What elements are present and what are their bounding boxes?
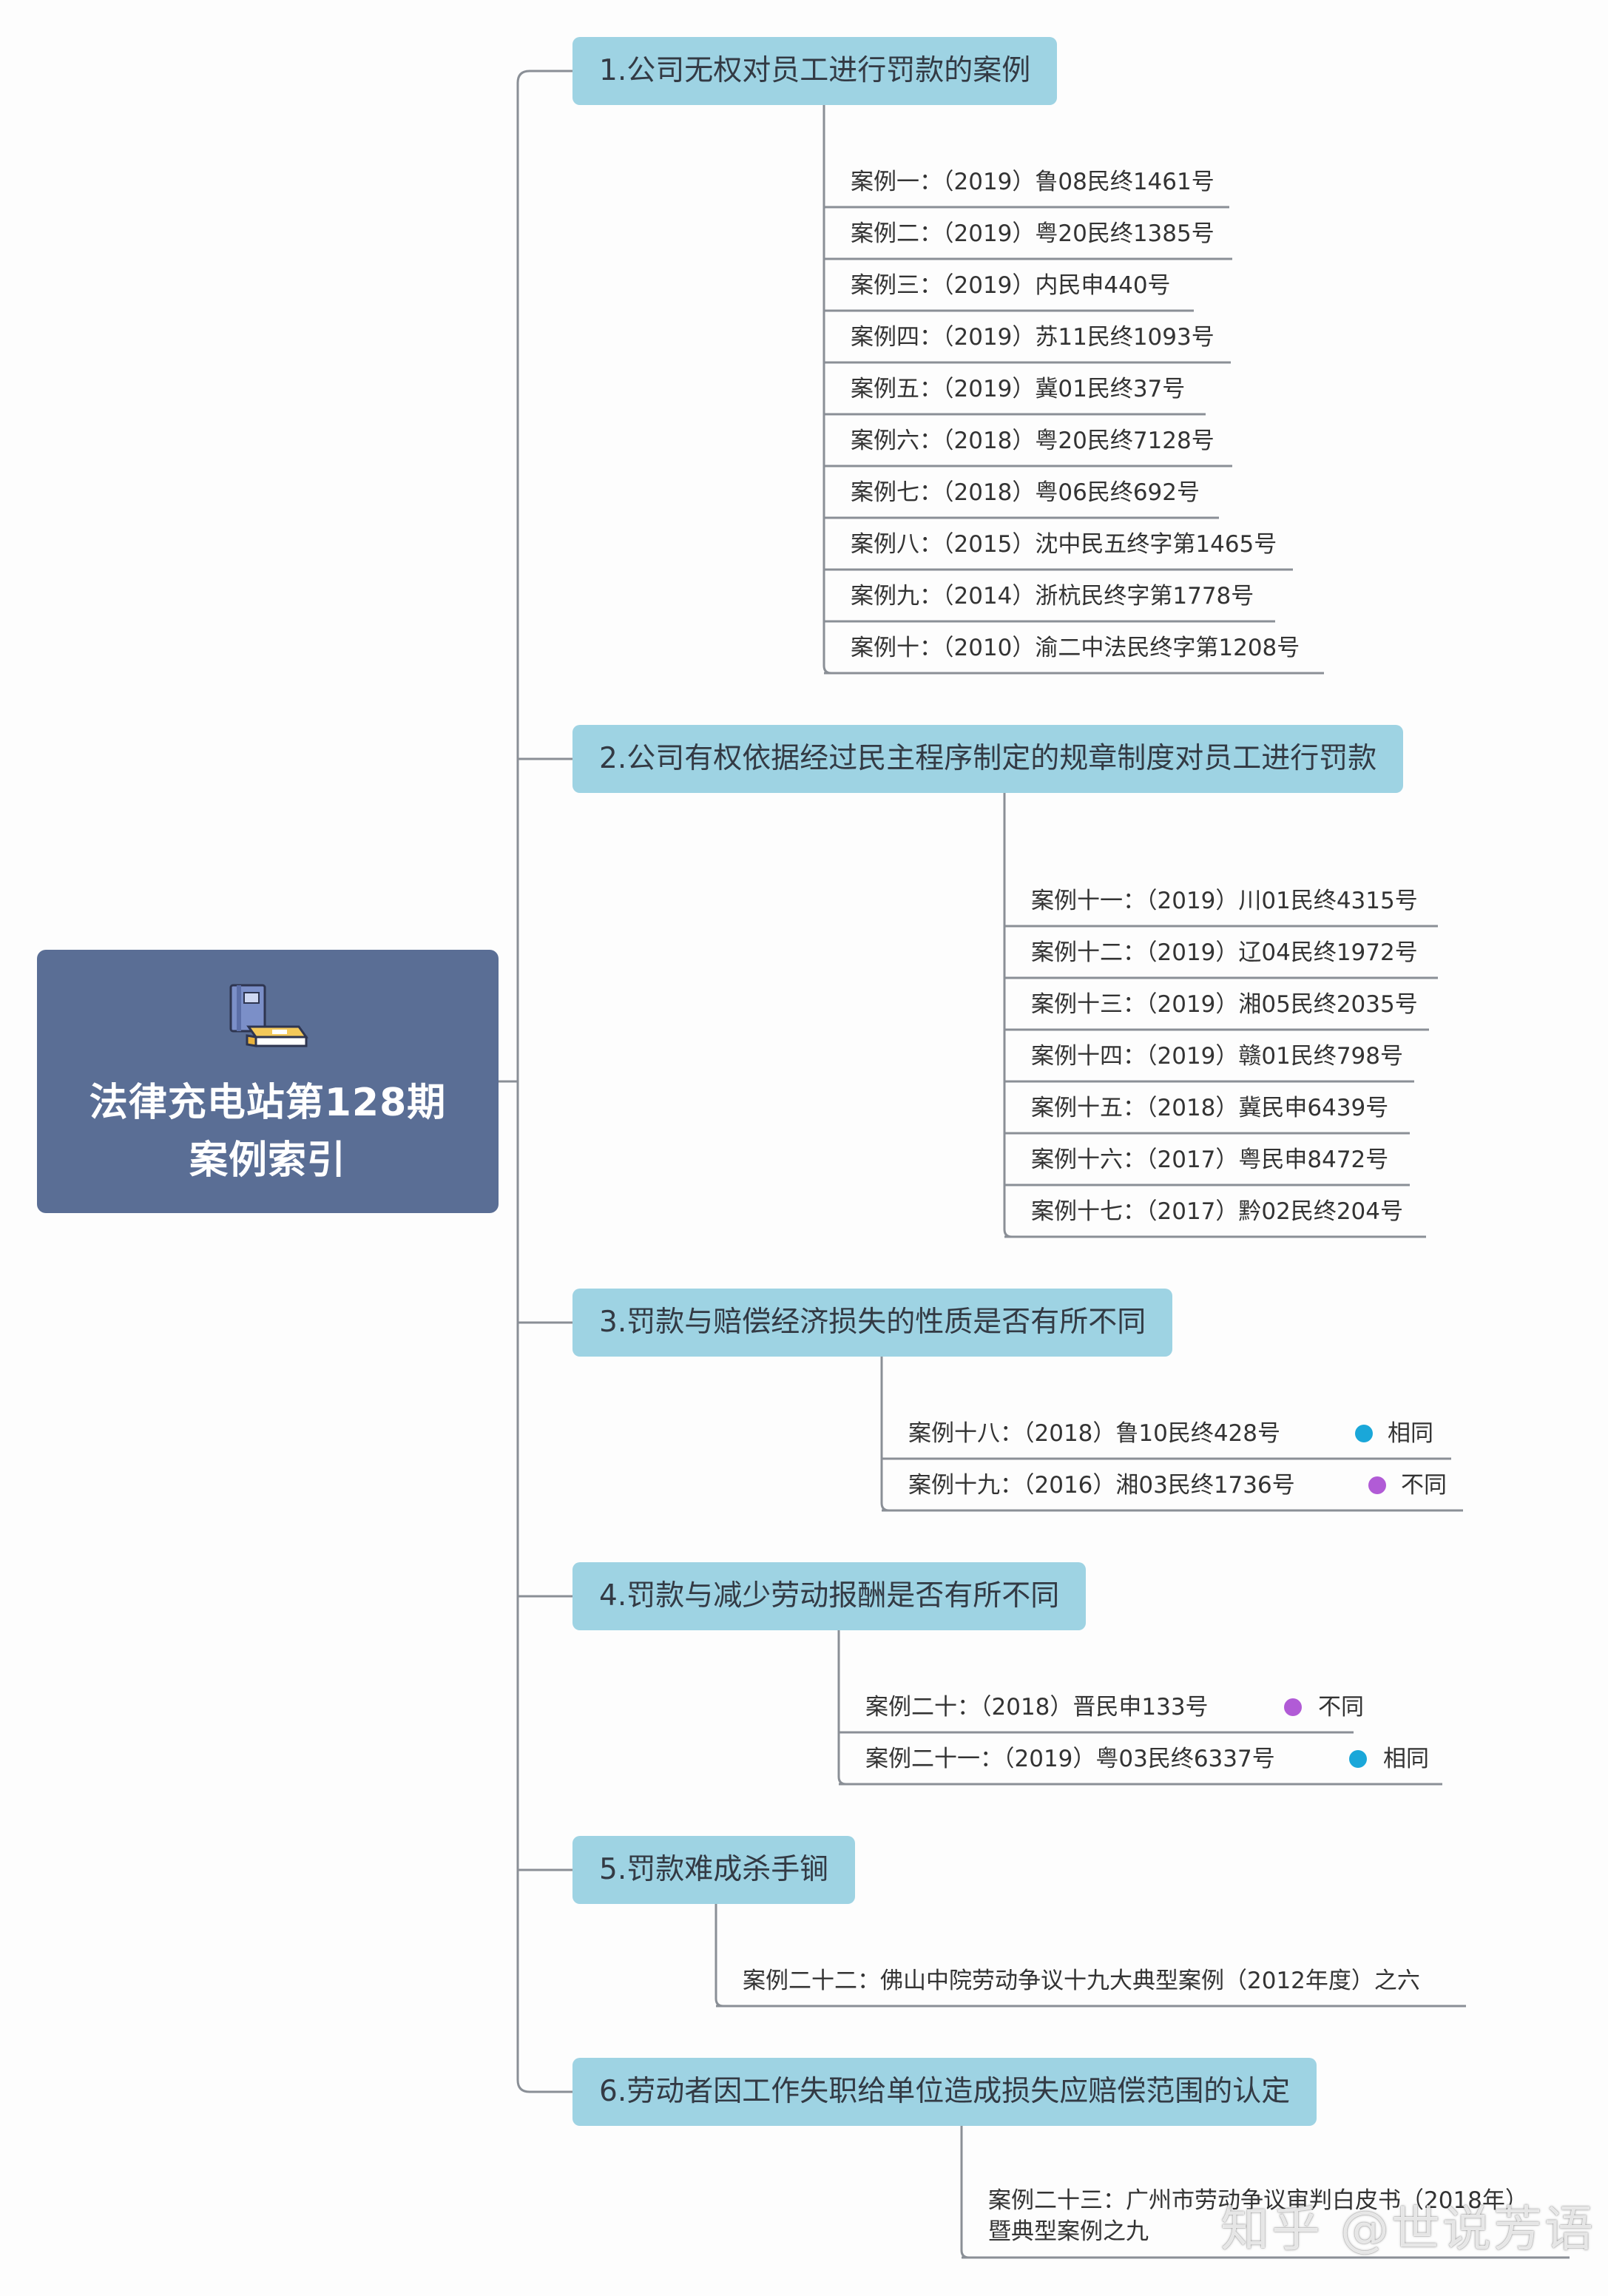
marker-same-icon — [1355, 1425, 1373, 1442]
topic-6-trunk — [960, 2126, 970, 2259]
topic-2[interactable]: 2.公司有权依据经过民主程序制定的规章制度对员工进行罚款 — [572, 725, 1404, 793]
topic-1-trunk — [822, 105, 832, 675]
topic-6[interactable]: 6.劳动者因工作失职给单位造成损失应赔偿范围的认定 — [572, 2058, 1317, 2126]
topic-2-trunk — [1003, 793, 1013, 1238]
case-18-tag: 相同 — [1388, 1420, 1433, 1447]
central-topic[interactable]: 法律充电站第128期 案例索引 — [37, 950, 499, 1213]
topic-1[interactable]: 1.公司无权对员工进行罚款的案例 — [572, 37, 1058, 105]
case-10[interactable]: 案例十：（2010）渝二中法民终字第1208号 — [851, 635, 1300, 661]
marker-diff-icon — [1284, 1698, 1302, 1716]
marker-same-icon — [1349, 1750, 1367, 1768]
case-16[interactable]: 案例十六：（2017）粤民申8472号 — [1031, 1147, 1389, 1173]
case-7[interactable]: 案例七：（2018）粤06民终692号 — [851, 479, 1200, 506]
central-title-line2: 案例索引 — [189, 1138, 346, 1183]
topic-3-trunk — [880, 1357, 890, 1512]
case-22[interactable]: 案例二十二：佛山中院劳动争议十九大典型案例（2012年度）之六 — [743, 1968, 1420, 1994]
topic-4-trunk — [837, 1630, 847, 1786]
case-9[interactable]: 案例九：（2014）浙杭民终字第1778号 — [851, 583, 1254, 610]
case-12[interactable]: 案例十二：（2019）辽04民终1972号 — [1031, 939, 1418, 966]
case-20-tag: 不同 — [1318, 1694, 1364, 1721]
topic-5-trunk — [715, 1904, 724, 2008]
case-3[interactable]: 案例三：（2019）内民申440号 — [851, 272, 1171, 299]
case-23[interactable]: 案例二十三：广州市劳动争议审判白皮书（2018年）暨典型案例之九 — [988, 2187, 1528, 2245]
topic-4[interactable]: 4.罚款与减少劳动报酬是否有所不同 — [572, 1562, 1087, 1630]
case-18[interactable]: 案例十八：（2018）鲁10民终428号 — [908, 1420, 1281, 1447]
case-4[interactable]: 案例四：（2019）苏11民终1093号 — [851, 324, 1215, 351]
marker-diff-icon — [1368, 1476, 1386, 1494]
case-5[interactable]: 案例五：（2019）冀01民终37号 — [851, 376, 1186, 402]
case-19[interactable]: 案例十九：（2016）湘03民终1736号 — [908, 1472, 1295, 1499]
case-13[interactable]: 案例十三：（2019）湘05民终2035号 — [1031, 991, 1418, 1018]
topic-3[interactable]: 3.罚款与赔偿经济损失的性质是否有所不同 — [572, 1289, 1173, 1357]
topic-5[interactable]: 5.罚款难成杀手锏 — [572, 1836, 856, 1904]
case-19-tag: 不同 — [1401, 1472, 1447, 1499]
central-title: 法律充电站第128期 案例索引 — [37, 1074, 499, 1189]
watermark: 知乎 @世说芳语 — [1220, 2201, 1595, 2258]
case-6[interactable]: 案例六：（2018）粤20民终7128号 — [851, 428, 1215, 454]
case-11[interactable]: 案例十一：（2019）川01民终4315号 — [1031, 888, 1418, 914]
case-14[interactable]: 案例十四：（2019）赣01民终798号 — [1031, 1043, 1404, 1070]
case-15[interactable]: 案例十五：（2018）冀民申6439号 — [1031, 1095, 1389, 1121]
main-spine — [516, 70, 572, 2093]
case-1[interactable]: 案例一：（2019）鲁08民终1461号 — [851, 169, 1215, 195]
case-8[interactable]: 案例八：（2015）沈中民五终字第1465号 — [851, 531, 1277, 558]
case-21[interactable]: 案例二十一：（2019）粤03民终6337号 — [865, 1746, 1275, 1772]
case-20[interactable]: 案例二十：（2018）晋民申133号 — [865, 1694, 1209, 1721]
books-icon — [229, 984, 308, 1047]
case-21-tag: 相同 — [1383, 1746, 1429, 1772]
central-title-line1: 法律充电站第128期 — [89, 1081, 447, 1125]
case-17[interactable]: 案例十七：（2017）黔02民终204号 — [1031, 1198, 1404, 1225]
case-2[interactable]: 案例二：（2019）粤20民终1385号 — [851, 220, 1215, 247]
